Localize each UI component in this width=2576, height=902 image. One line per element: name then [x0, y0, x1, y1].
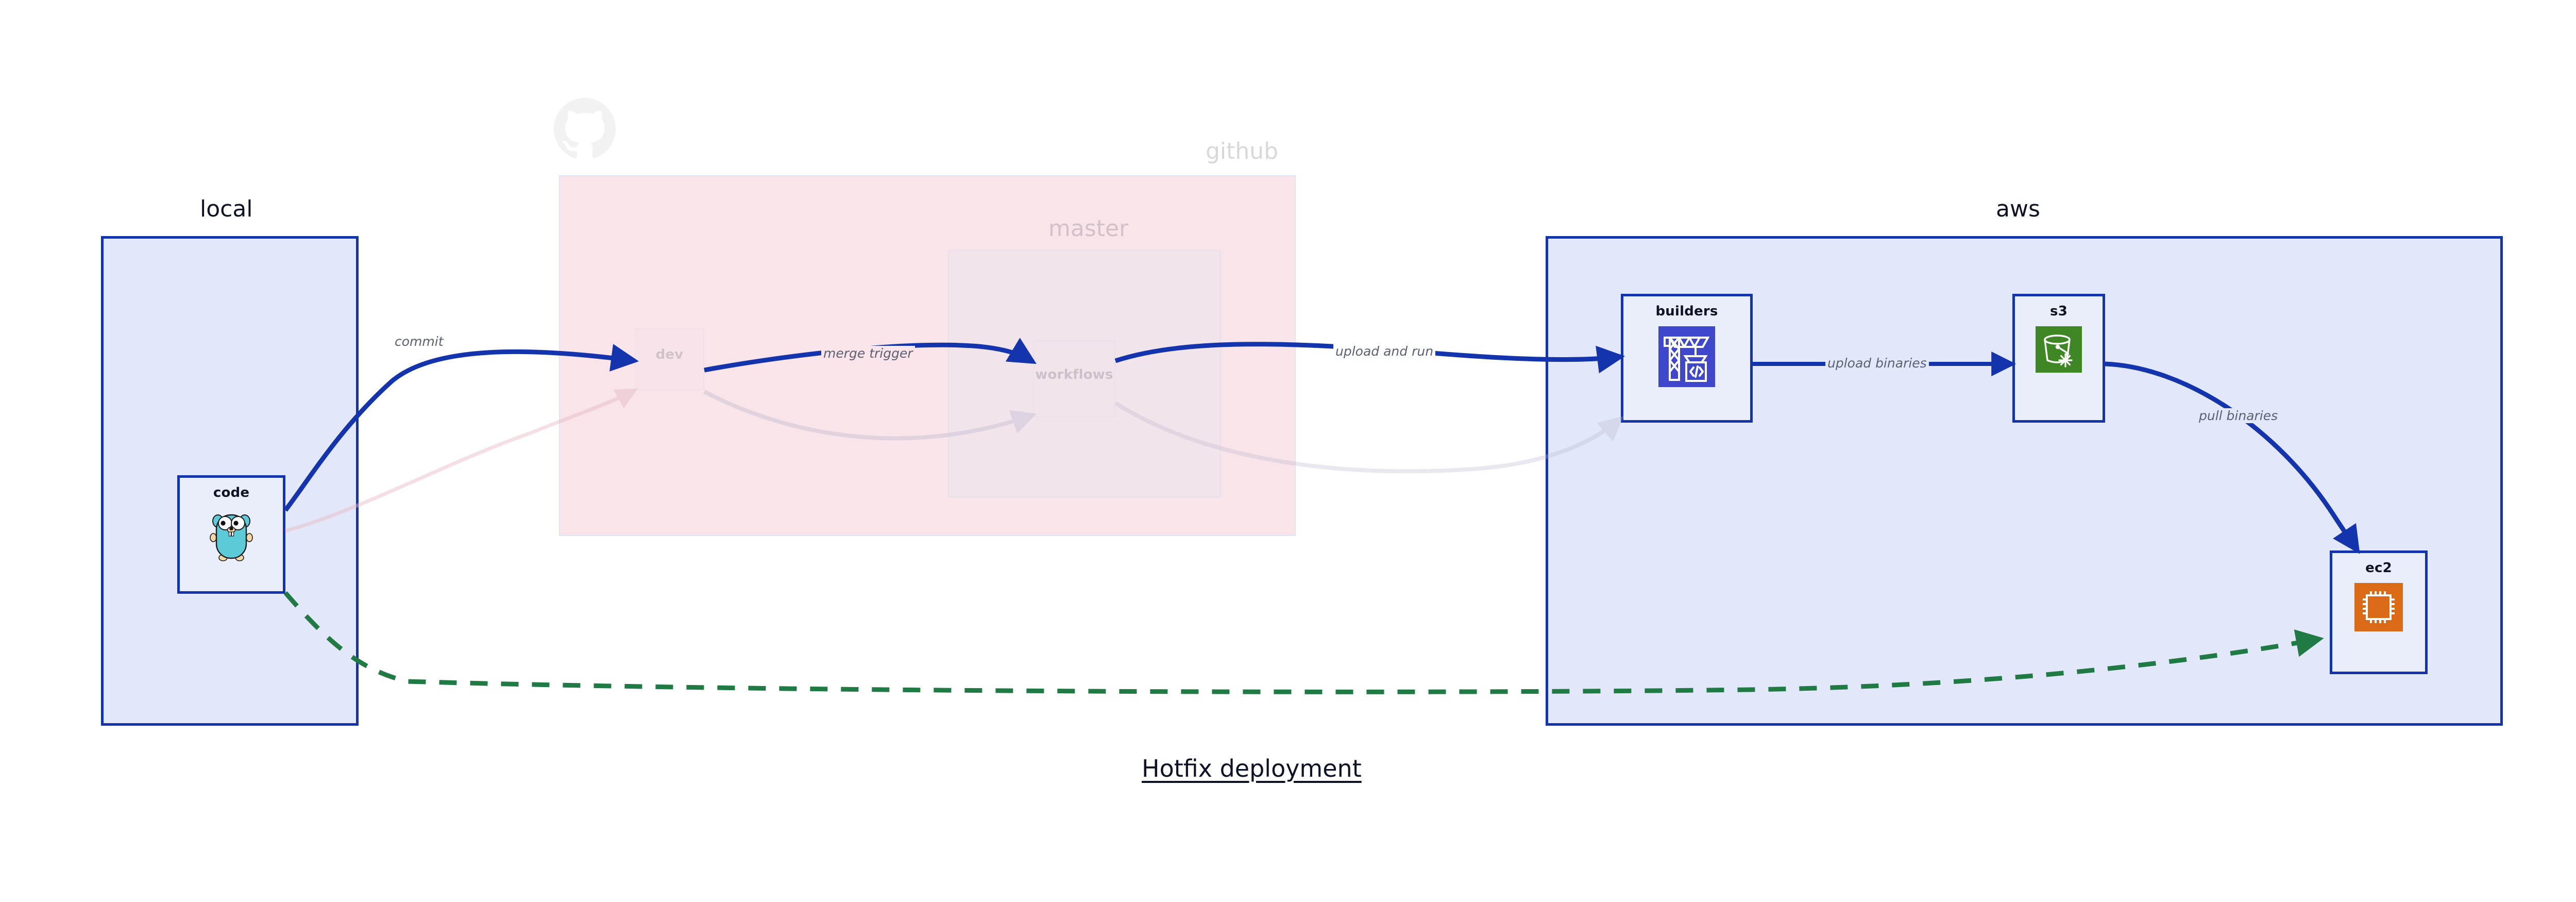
github-octocat-icon — [554, 98, 616, 159]
cluster-master-label: master — [1048, 215, 1129, 242]
aws-ec2-icon — [2354, 583, 2403, 633]
cluster-github-label: github — [1206, 138, 1279, 164]
go-gopher-icon — [209, 508, 253, 563]
node-code-label: code — [213, 485, 250, 500]
node-s3[interactable]: s3 — [2012, 294, 2105, 423]
node-code[interactable]: code — [177, 475, 285, 594]
node-s3-label: s3 — [2050, 304, 2067, 319]
node-builders-label: builders — [1655, 304, 1718, 319]
node-dev-label: dev — [655, 347, 684, 362]
node-ec2-label: ec2 — [2365, 560, 2392, 576]
edge-label-merge-trigger: merge trigger — [821, 346, 915, 361]
cluster-aws-label: aws — [1996, 196, 2040, 222]
aws-s3-glacier-icon — [2036, 326, 2082, 375]
node-workflows-label: workflows — [1035, 367, 1113, 382]
edge-label-upload-binaries: upload binaries — [1825, 356, 1929, 371]
edge-label-commit: commit — [393, 334, 446, 349]
github-logo — [554, 98, 616, 160]
node-workflows[interactable]: workflows — [1033, 340, 1115, 417]
node-builders[interactable]: builders — [1621, 294, 1753, 423]
cluster-master — [948, 250, 1221, 497]
aws-codebuild-icon — [1658, 326, 1715, 389]
edge-label-upload-and-run: upload and run — [1333, 344, 1436, 359]
diagram-title: Hotfix deployment — [1142, 755, 1362, 782]
edge-label-pull-binaries: pull binaries — [2197, 408, 2280, 423]
cluster-local-label: local — [200, 196, 253, 222]
node-ec2[interactable]: ec2 — [2330, 550, 2428, 674]
node-dev[interactable]: dev — [635, 328, 704, 390]
